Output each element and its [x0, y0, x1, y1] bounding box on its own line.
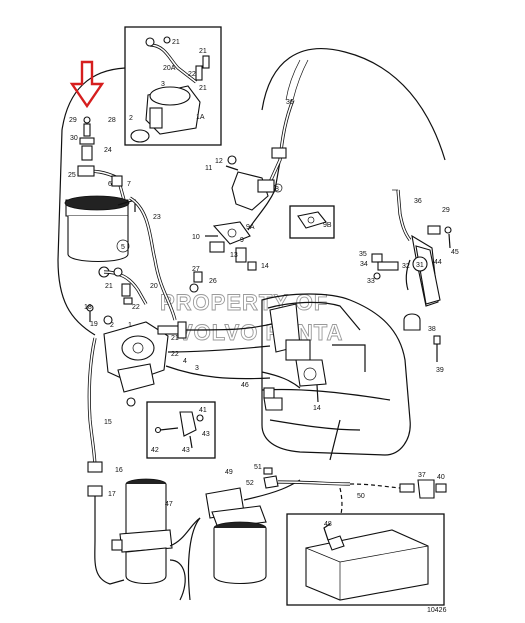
callout-26: 26 [209, 278, 217, 285]
callout-13: 13 [230, 252, 238, 259]
callout-1a: 1A [196, 114, 205, 121]
callout-43a: 43 [182, 447, 190, 454]
callout-20: 20 [150, 283, 158, 290]
callout-39: 39 [436, 367, 444, 374]
callout-14a: 14 [261, 263, 269, 270]
figure-number: 10426 [427, 607, 447, 614]
callout-45: 45 [451, 249, 459, 256]
callout-28a: 28 [108, 117, 116, 124]
callout-36a: 36 [286, 99, 294, 106]
callout-46: 46 [241, 382, 249, 389]
callout-21d: 21 [105, 283, 113, 290]
feed-pump-assembly: 18 19 2 1 21 22 4 3 [84, 304, 281, 407]
fittings-37-40: 37 40 [399, 472, 447, 499]
callout-41: 41 [199, 407, 207, 414]
callout-19: 19 [90, 321, 98, 328]
highlight-arrow [69, 60, 105, 109]
return-line-50: 50 [263, 467, 401, 531]
callout-21c: 21 [199, 85, 207, 92]
callout-11: 11 [205, 165, 212, 172]
pipe-23 [129, 196, 177, 321]
watermark: PROPERTY OF VOLVO PENTA [160, 290, 343, 346]
leader-lines [57, 48, 446, 336]
callout-2b: 2 [110, 322, 114, 329]
callout-23: 23 [153, 214, 161, 221]
secondary-filter-assembly: 49 51 52 [187, 464, 301, 601]
watermark-line-2: VOLVO PENTA [178, 320, 343, 345]
callout-27: 27 [192, 266, 200, 273]
fuel-tank-inset: 48 [286, 513, 445, 606]
callout-12: 12 [215, 158, 223, 165]
callout-31: 31 [416, 262, 424, 269]
callout-7: 7 [127, 181, 131, 188]
callout-30: 30 [70, 135, 78, 142]
callout-37: 37 [418, 472, 426, 479]
callout-24: 24 [104, 147, 112, 154]
pre-filter-assembly: 16 17 47 [87, 461, 201, 601]
callout-8: 8 [275, 186, 279, 193]
injector-assembly: 36 29 45 44 35 34 32 33 31 [359, 189, 459, 307]
callout-50: 50 [357, 493, 365, 500]
gasket-inset: 9B [289, 205, 335, 239]
callout-9b: 9B [323, 222, 332, 229]
callout-43b: 43 [202, 431, 210, 438]
middle-left-fittings: 27 26 20 21 22 [98, 266, 217, 311]
callout-22b: 22 [132, 304, 140, 311]
callout-21a: 21 [172, 39, 180, 46]
callout-36b: 36 [414, 198, 422, 205]
callout-21b: 21 [199, 48, 207, 55]
callout-34: 34 [360, 261, 368, 268]
callout-4: 4 [183, 358, 187, 365]
callout-32: 32 [402, 263, 410, 270]
callout-38: 38 [428, 326, 436, 333]
bleed-screw-inset: 42 43 41 43 [146, 401, 216, 459]
callout-48: 48 [324, 521, 332, 528]
callout-29a: 29 [69, 117, 77, 124]
callout-25: 25 [68, 172, 76, 179]
callout-22c: 22 [171, 351, 179, 358]
hose-15: 15 [87, 337, 112, 469]
callout-51: 51 [254, 464, 262, 471]
callout-3: 3 [161, 81, 165, 88]
callout-18: 18 [84, 304, 92, 311]
feed-pump-inset: 21 21 20A 22 21 3 1A 2 [124, 26, 222, 146]
clamp-38-assembly: 38 39 [403, 313, 444, 374]
fine-filter-assembly: 29 28 30 24 25 6 7 23 5 [64, 116, 161, 262]
callout-9: 9 [240, 237, 244, 244]
callout-20a: 20A [163, 65, 176, 72]
callout-49: 49 [225, 469, 233, 476]
callout-10: 10 [192, 234, 200, 241]
callout-40: 40 [437, 474, 445, 481]
callout-44: 44 [434, 259, 442, 266]
callout-1: 1 [128, 322, 132, 329]
callout-5: 5 [121, 244, 125, 251]
injection-pump-body: 46 14 [241, 293, 411, 461]
down-arrow-icon [69, 60, 105, 109]
callout-16: 16 [115, 467, 123, 474]
callout-6: 6 [108, 181, 112, 188]
callout-14b: 14 [313, 405, 321, 412]
callout-52: 52 [246, 480, 254, 487]
callout-22a: 22 [188, 71, 196, 78]
callout-9a: 9A [246, 224, 255, 231]
callout-17: 17 [108, 491, 116, 498]
callout-29b: 29 [442, 207, 450, 214]
callout-42: 42 [151, 447, 159, 454]
callout-33: 33 [367, 278, 375, 285]
callout-3b: 3 [195, 365, 199, 372]
callout-2a: 2 [129, 115, 133, 122]
callout-21e: 21 [171, 335, 179, 342]
callout-47: 47 [165, 501, 173, 508]
callout-15: 15 [104, 419, 112, 426]
injection-pump-top: 36 12 11 8 10 9A 9 13 14 [192, 59, 309, 271]
callout-35: 35 [359, 251, 367, 258]
